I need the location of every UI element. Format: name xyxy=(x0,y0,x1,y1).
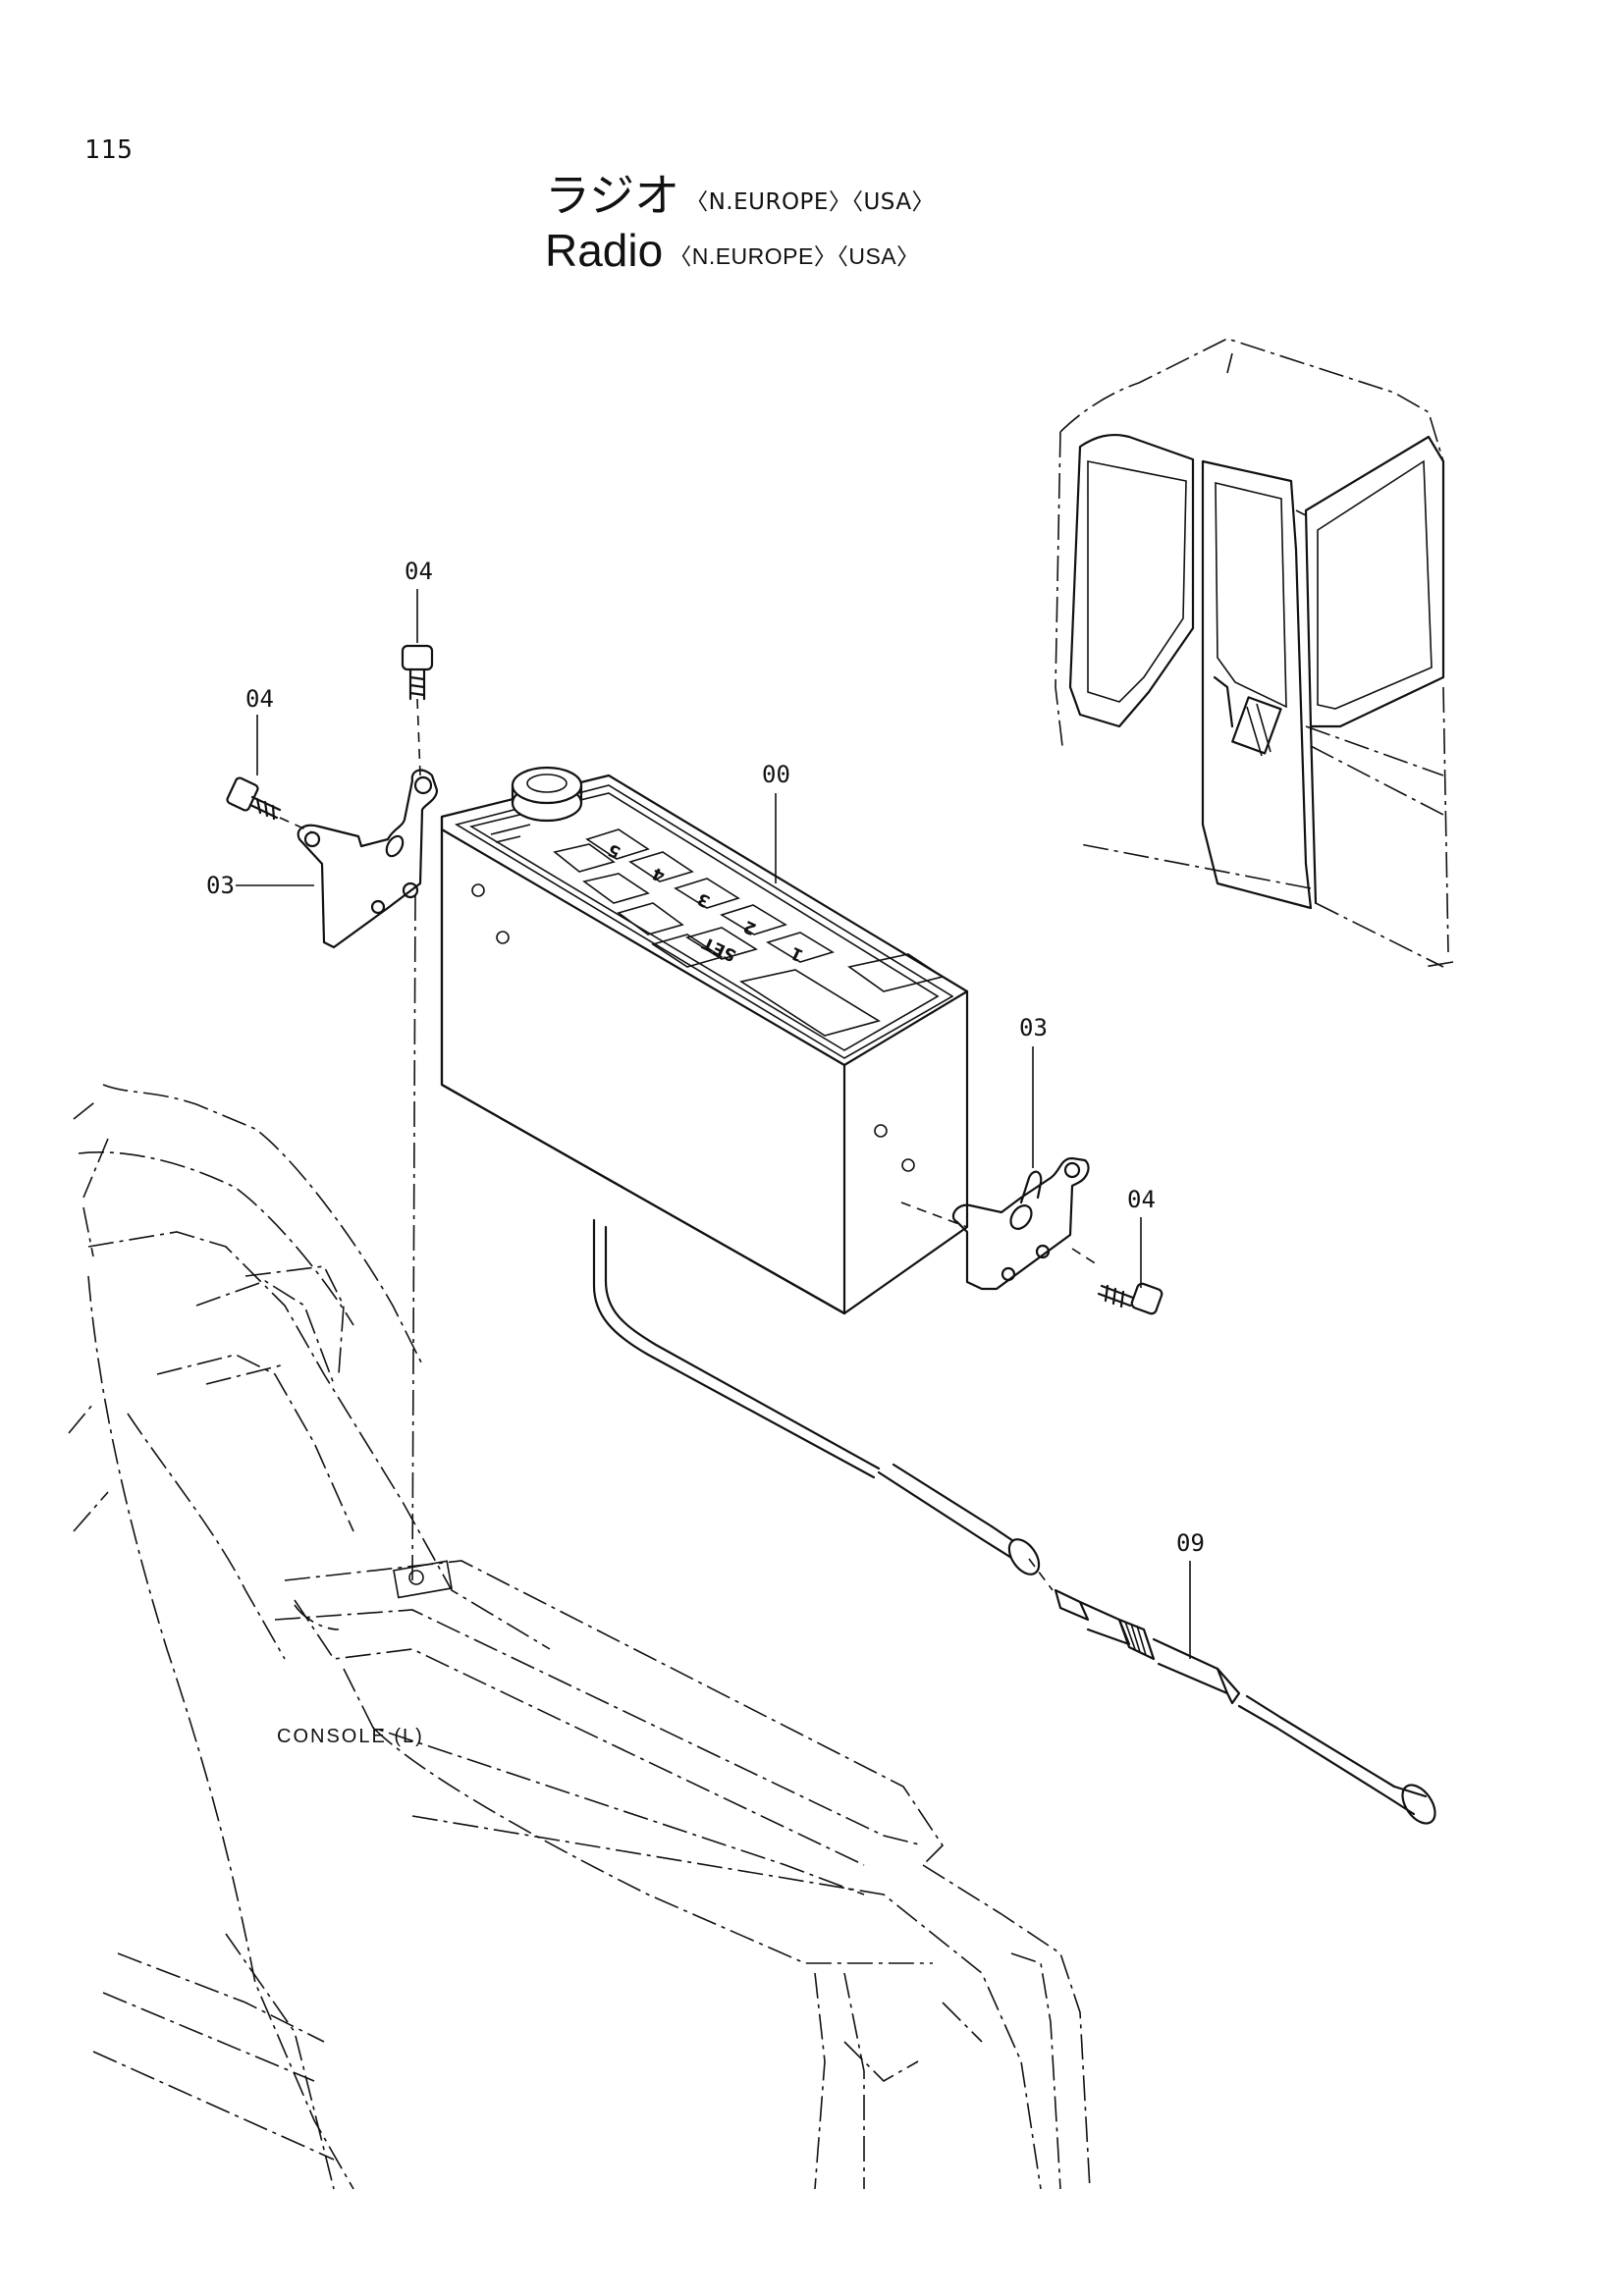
console-label: CONSOLE (L) xyxy=(277,1726,424,1747)
console-outline xyxy=(68,961,1454,2190)
callout-bracket-left: 03 xyxy=(206,872,235,899)
bolt-right xyxy=(1097,1282,1163,1315)
radio-preset-label: 4 xyxy=(649,863,668,885)
callouts: 04 04 03 00 03 04 09 xyxy=(206,558,1205,1659)
bracket-right xyxy=(951,1156,1090,1291)
title-japanese-text: ラジオ xyxy=(545,169,680,222)
bolt-left xyxy=(226,776,282,821)
title-region-tags-en: 〈N.EUROPE〉〈USA〉 xyxy=(669,242,920,269)
callout-bolt-top: 04 xyxy=(405,558,433,585)
radio-unit xyxy=(440,766,969,1479)
title-region-tags-jp: 〈N.EUROPE〉〈USA〉 xyxy=(685,188,936,215)
callout-bolt-right: 04 xyxy=(1127,1186,1156,1213)
callout-antenna-adapter: 09 xyxy=(1176,1529,1205,1557)
page-number: 115 xyxy=(84,135,134,165)
antenna-plug xyxy=(877,1463,1041,1575)
title-english: Radio〈N.EUROPE〉〈USA〉 xyxy=(545,224,920,277)
callout-radio: 00 xyxy=(762,761,790,788)
cab-illustration xyxy=(1055,338,1449,968)
bolt-top xyxy=(401,644,434,701)
callout-bolt-left: 04 xyxy=(245,685,274,713)
title-english-text: Radio xyxy=(545,225,664,276)
title-japanese: ラジオ〈N.EUROPE〉〈USA〉 xyxy=(545,160,935,225)
radio-preset-label: 5 xyxy=(605,839,623,862)
radio-preset-label: SET xyxy=(699,933,739,965)
assembly-lines xyxy=(279,698,1101,1591)
bracket-left xyxy=(297,769,439,949)
callout-bracket-right: 03 xyxy=(1019,1014,1048,1041)
antenna-adapter xyxy=(1054,1588,1436,1825)
